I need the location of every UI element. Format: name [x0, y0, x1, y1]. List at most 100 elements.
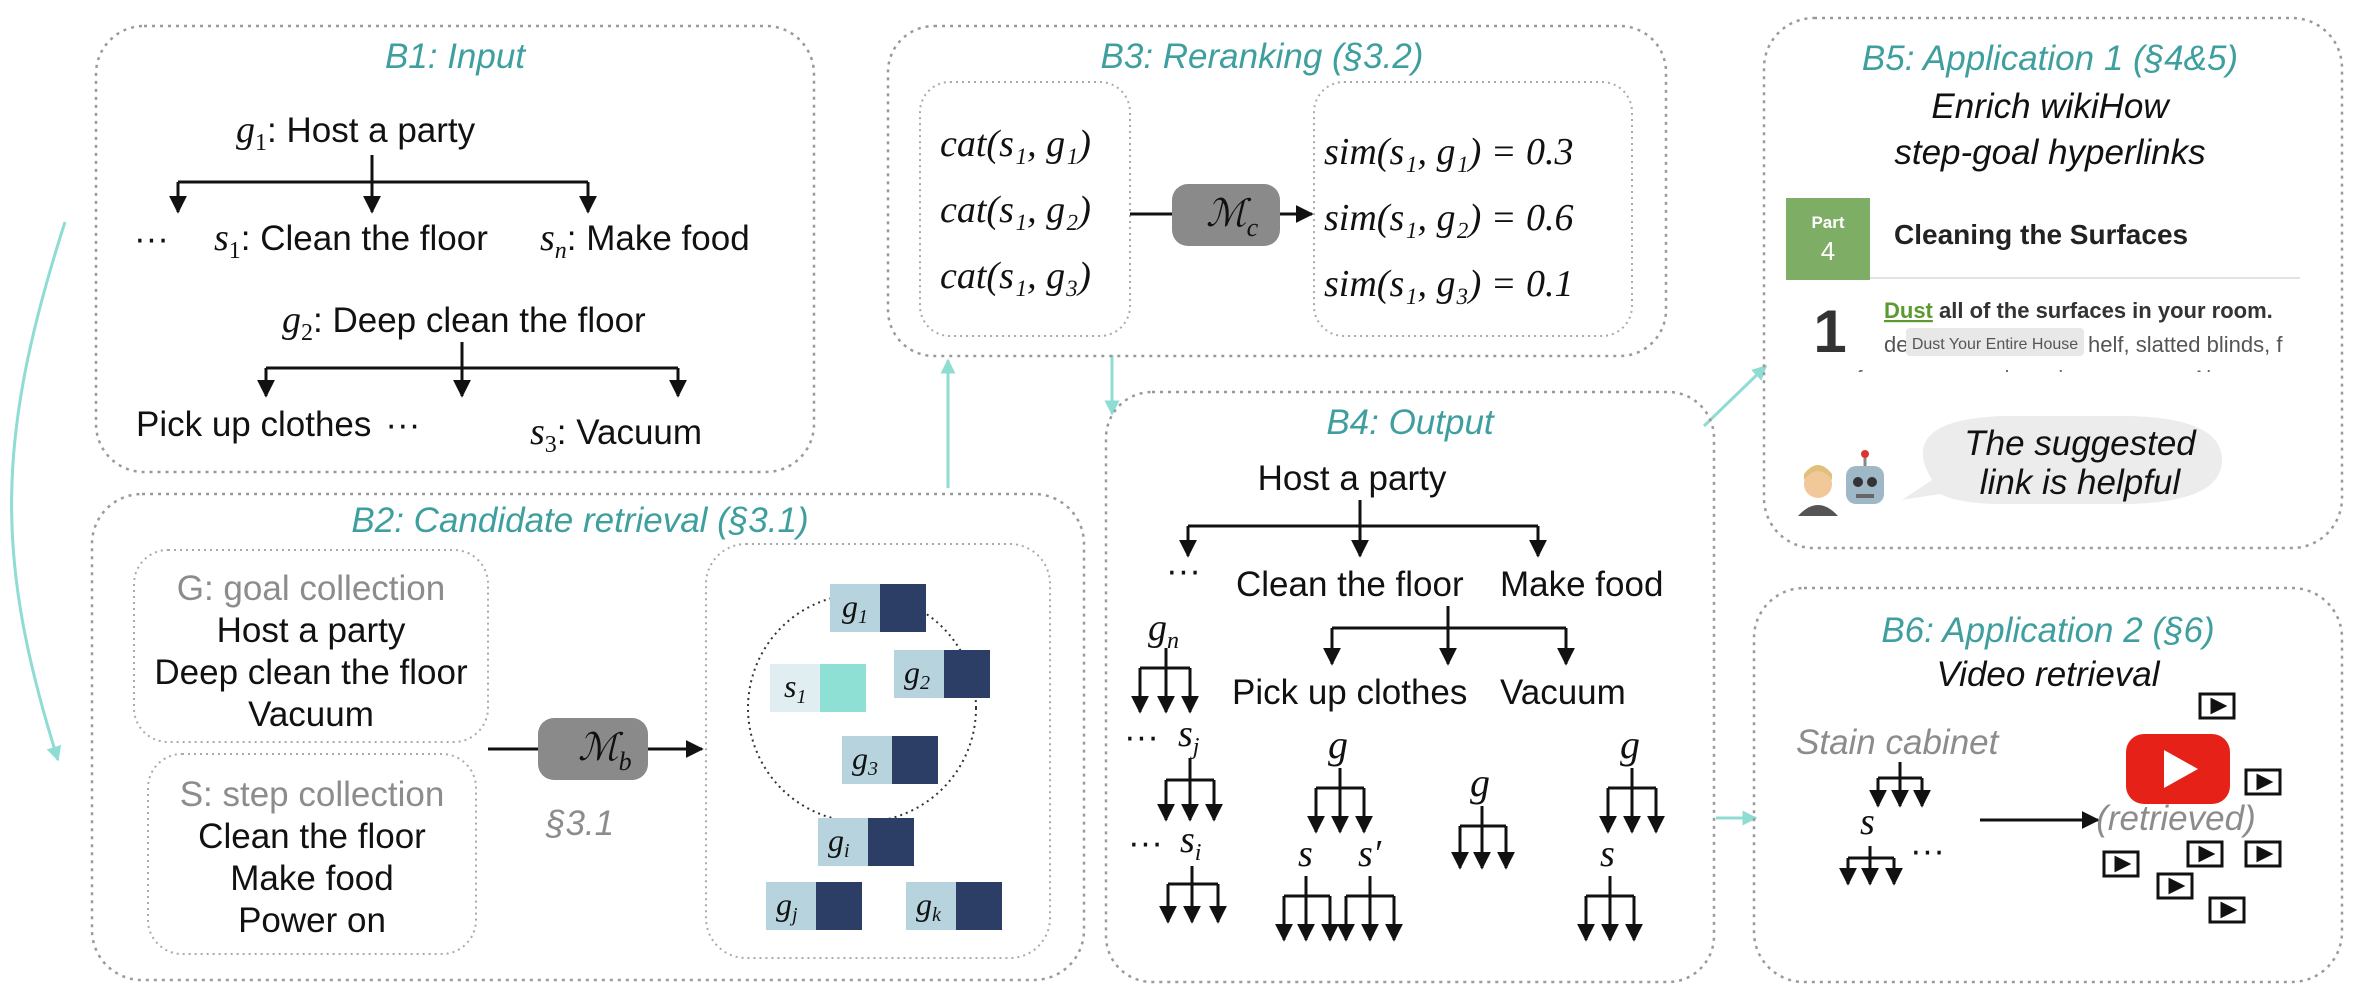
panel-title: B6: Application 2 (§6): [1881, 611, 2214, 650]
video-icon: [2244, 840, 2282, 868]
label-g: g: [1620, 722, 1640, 767]
goal-g1: g1: Host a party: [236, 109, 476, 156]
panel-border: [90, 492, 1086, 982]
step-s1: s1: Clean the floor: [214, 217, 488, 264]
part-label: Part: [1811, 213, 1844, 232]
bubble-text: link is helpful: [1980, 463, 2182, 502]
arrow-b1-to-b2: [10, 221, 67, 762]
cat-box: [919, 81, 1131, 337]
step-sn: sn: Make food: [540, 217, 750, 264]
cat-line: cat(s₁, g₁): [940, 123, 1091, 165]
embedding-g1: [830, 584, 880, 632]
ellipsis: ···: [1124, 717, 1159, 756]
label-gn: gn: [1148, 607, 1179, 654]
video-icon: [2186, 840, 2224, 868]
panel-border: [94, 24, 816, 474]
cat-line: cat(s₁, g₃): [940, 255, 1091, 297]
panel-border: [1752, 586, 2344, 984]
ellipsis: ···: [1128, 823, 1163, 862]
text-fade: [1780, 372, 2320, 396]
part-badge: [1786, 198, 1870, 280]
tree-si: [1159, 866, 1227, 924]
step-text-line2: helf, slatted blinds, f: [2088, 332, 2283, 357]
panel-b5-application-1: B5: Application 1 (§4&5) Enrich wikiHow …: [1762, 16, 2344, 550]
arrow-b4-to-b5: [1702, 364, 1768, 428]
sim-line: sim(s₁, g₁) = 0.3: [1324, 131, 1573, 173]
panel-subtitle: Video retrieval: [1936, 655, 2160, 694]
goal-item: Host a party: [217, 611, 406, 650]
step-s3: s3: Vacuum: [530, 411, 702, 458]
video-icon: [2102, 850, 2140, 878]
sim-line: sim(s₁, g₂) = 0.6: [1324, 197, 1573, 239]
panel-title: B4: Output: [1326, 403, 1495, 442]
ellipsis: ···: [134, 219, 169, 258]
label-sj: sj: [1178, 713, 1200, 760]
video-icon: [2198, 692, 2236, 720]
tree-s-s-prime: [1275, 876, 1403, 942]
label-si: si: [1180, 819, 1201, 866]
panel-border: [1104, 390, 1716, 984]
goal-item: Deep clean the floor: [154, 653, 468, 692]
goal-item: Vacuum: [248, 695, 374, 734]
panel-title: B3: Reranking (§3.2): [1101, 37, 1424, 76]
label-s: s: [1298, 833, 1313, 875]
suggested-link[interactable]: Dust: [1884, 298, 1934, 323]
panel-b3-reranking: B3: Reranking (§3.2) cat(s₁, g₁) cat(s₁,…: [886, 24, 1668, 358]
embedding-gj: [766, 882, 816, 930]
tree-g1: [169, 155, 597, 214]
tree-g2: [257, 342, 687, 398]
model-mb: [538, 718, 648, 780]
tree-s: [1839, 846, 1903, 886]
embedding-s1: [770, 664, 820, 712]
step-item: Power on: [238, 901, 386, 940]
goal-g2: g2: Deep clean the floor: [282, 299, 646, 346]
step-sentence: Dust all of the surfaces in your room.: [1884, 298, 2273, 323]
step-text-line2: de: [1884, 332, 1908, 357]
sim-box: [1313, 81, 1633, 337]
step-pickup: Pick up clothes: [1232, 673, 1467, 712]
step-number: 1: [1813, 298, 1846, 365]
step-vacuum: Vacuum: [1500, 673, 1626, 712]
pickup-text: Pick up clothes···: [136, 405, 420, 444]
step-make: Make food: [1500, 565, 1663, 604]
retrieved-label: (retrieved): [2096, 799, 2255, 838]
tree-g-middle: [1307, 768, 1373, 834]
speech-bubble: [1902, 416, 2222, 504]
step-clean: Clean the floor: [1236, 565, 1464, 604]
label-s-prime: s′: [1358, 833, 1382, 875]
embedding-gi: [818, 818, 868, 866]
ellipsis: ···: [1910, 831, 1945, 870]
step-item: Clean the floor: [198, 817, 426, 856]
part-number: 4: [1821, 236, 1835, 266]
tree-g-small: [1451, 806, 1515, 870]
label-s: s: [1860, 801, 1875, 843]
embedding-g2: [894, 650, 944, 698]
nearest-neighbor-circle: [747, 593, 977, 823]
panel-subtitle: step-goal hyperlinks: [1894, 133, 2205, 172]
panel-title: B1: Input: [385, 37, 526, 76]
panel-title: B5: Application 1 (§4&5): [1862, 39, 2238, 78]
index-box: [705, 543, 1051, 959]
panel-b1-input: B1: Input g1: Host a party ··· s1: Clean…: [94, 24, 816, 474]
label-g: g: [1328, 722, 1348, 767]
tree-query: [1869, 762, 1931, 808]
tree-clean: [1323, 606, 1575, 666]
embedding-gk: [906, 882, 956, 930]
section-heading: Cleaning the Surfaces: [1894, 219, 2188, 250]
label-g: g: [1470, 760, 1490, 805]
tooltip-text: Dust Your Entire House: [1912, 336, 2078, 353]
bubble-text: The suggested: [1964, 424, 2197, 463]
embedding-g3: [842, 736, 892, 784]
video-icon: [2156, 872, 2194, 900]
person-icon: [1798, 465, 1838, 516]
tree-root: [1179, 500, 1547, 558]
panel-border: [886, 24, 1668, 358]
tooltip-box: [1906, 328, 2084, 356]
label-s: s: [1600, 833, 1615, 875]
flow-arrows: [10, 221, 1768, 826]
tree-gn: [1131, 648, 1199, 714]
sim-line: sim(s₁, g₃) = 0.1: [1324, 263, 1573, 305]
tree-g-right: [1599, 768, 1665, 834]
step-collection-header: S: step collection: [180, 775, 445, 814]
